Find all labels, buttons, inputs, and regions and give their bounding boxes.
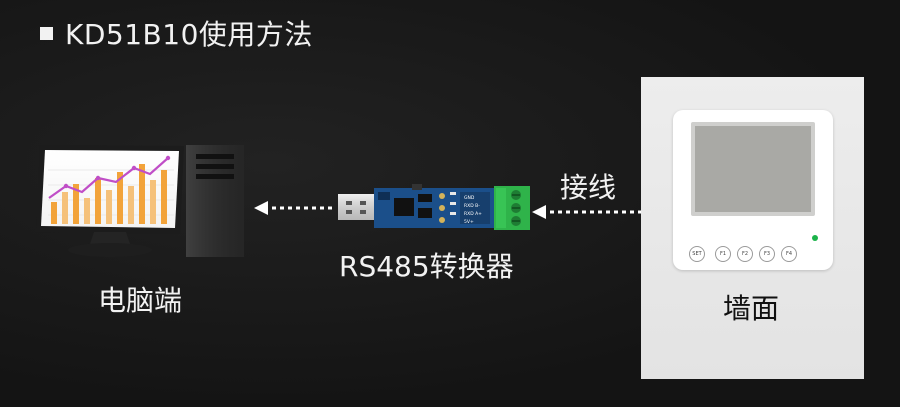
svg-text:GND: GND: [464, 195, 475, 201]
svg-text:RXD A+: RXD A+: [464, 211, 482, 217]
dotted-arrow-left-icon: [532, 205, 650, 219]
thermostat-button-f4[interactable]: F4: [781, 246, 797, 262]
svg-text:5V+: 5V+: [464, 219, 474, 225]
desktop-computer-icon: [36, 145, 244, 257]
wiring-label: 接线: [560, 171, 617, 204]
bullet-square-icon: [40, 26, 53, 40]
svg-text:RXD B-: RXD B-: [464, 203, 480, 209]
wall-panel: SET F1 F2 F3 F4 墙面: [641, 77, 864, 379]
thermostat-button-set[interactable]: SET: [689, 246, 705, 262]
thermostat-device: SET F1 F2 F3 F4: [673, 110, 833, 270]
converter-label: RS485转换器: [339, 250, 514, 283]
dotted-arrow-left-icon: [254, 201, 332, 215]
thermostat-lcd-screen: [691, 122, 815, 216]
usb-rs485-converter-icon: GND RXD B- RXD A+ 5V+: [338, 184, 530, 230]
thermostat-button-f1[interactable]: F1: [715, 246, 731, 262]
page-title-text: KD51B10使用方法: [65, 18, 313, 51]
thermostat-button-f3[interactable]: F3: [759, 246, 775, 262]
computer-label: 电脑端: [98, 284, 183, 317]
page-title: KD51B10使用方法: [40, 16, 313, 51]
wall-label: 墙面: [723, 292, 780, 325]
thermostat-button-f2[interactable]: F2: [737, 246, 753, 262]
status-led-icon: [812, 235, 818, 241]
